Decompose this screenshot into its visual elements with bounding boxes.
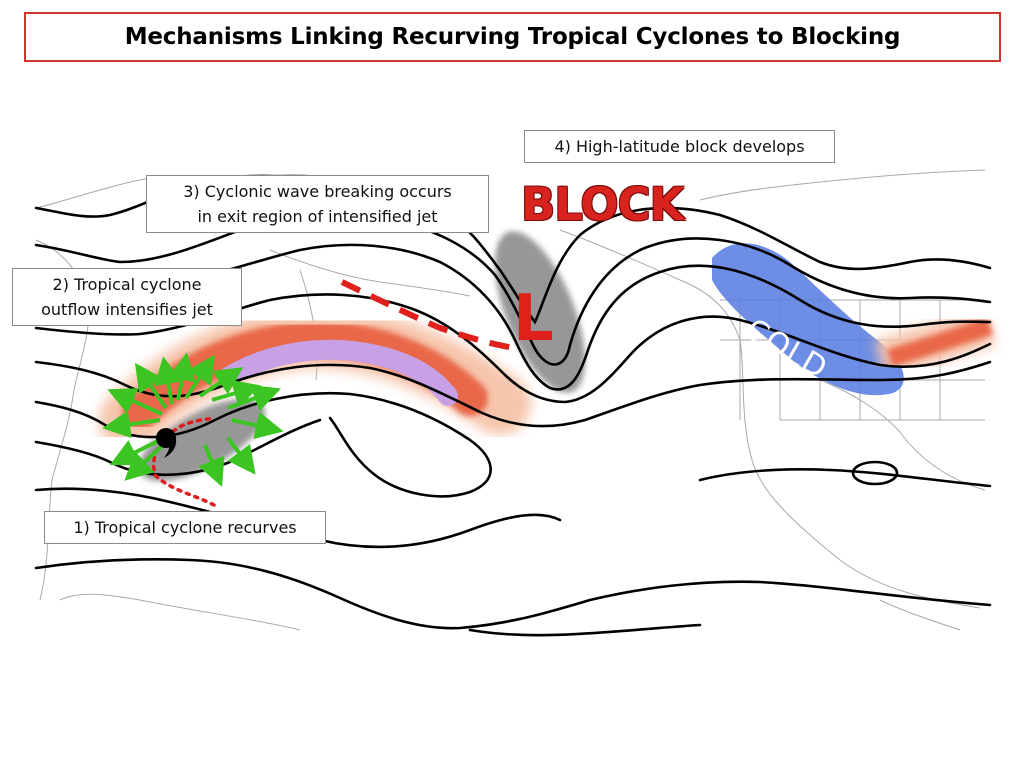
diagram-title: Mechanisms Linking Recurving Tropical Cy…: [124, 24, 901, 50]
callout-step3-line2: in exit region of intensified jet: [197, 207, 438, 226]
outflow-arrows: [102, 352, 284, 487]
callout-step2-line2: outflow intensifies jet: [41, 300, 213, 319]
block-label: BLOCK: [521, 178, 685, 231]
callout-step1-text: 1) Tropical cyclone recurves: [73, 518, 297, 537]
callout-step4: 4) High-latitude block develops: [524, 130, 835, 163]
callout-step3-line1: 3) Cyclonic wave breaking occurs: [183, 182, 452, 201]
callout-step2-line1: 2) Tropical cyclone: [52, 275, 202, 294]
callout-step4-text: 4) High-latitude block develops: [554, 137, 805, 156]
height-contours: [34, 174, 992, 637]
low-pressure-label: L: [513, 282, 554, 356]
cold-region: [712, 243, 904, 396]
tropical-cyclone-icon: [156, 428, 177, 458]
callout-step1: 1) Tropical cyclone recurves: [44, 511, 326, 544]
trough-axis: [340, 279, 516, 351]
callout-step2: 2) Tropical cyclone outflow intensifies …: [12, 268, 242, 326]
title-box: Mechanisms Linking Recurving Tropical Cy…: [24, 12, 1001, 62]
callout-step3: 3) Cyclonic wave breaking occurs in exit…: [146, 175, 489, 233]
